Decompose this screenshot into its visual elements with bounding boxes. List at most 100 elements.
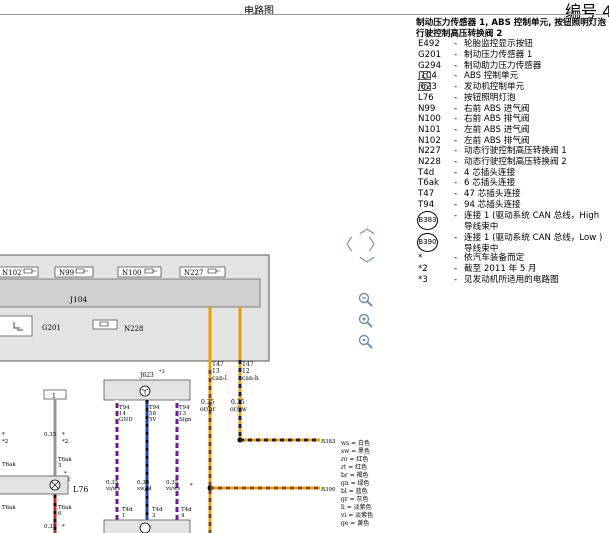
camera-icon[interactable] bbox=[419, 82, 431, 92]
svg-text:T6ak: T6ak bbox=[2, 505, 16, 511]
j623-label: J623 bbox=[139, 372, 154, 379]
svg-text:*: * bbox=[64, 471, 67, 477]
zoom-out-icon[interactable] bbox=[358, 292, 374, 308]
pan-left-icon[interactable]: 〈 bbox=[337, 235, 354, 254]
connection-desc-line2: 导线束中 bbox=[464, 243, 499, 254]
svg-text:T4d: T4d bbox=[122, 507, 133, 513]
connection-desc-line1: 连接 1 (驱动系统 CAN 总线，Low ) bbox=[464, 232, 603, 243]
legend-item: G201-制动压力传感器 1 bbox=[416, 50, 606, 61]
t94-sign-labels: T94 13 Sign 0.35 vi/ws T4d 4 * bbox=[165, 405, 193, 519]
svg-text:ro = 红色: ro = 红色 bbox=[341, 455, 368, 463]
legend-item: N100-右前 ABS 排气阀 bbox=[416, 114, 606, 125]
svg-text:or/br: or/br bbox=[200, 406, 215, 413]
note-desc: 依汽车装备而定 bbox=[464, 253, 525, 264]
pan-down-icon[interactable]: ﹀ bbox=[359, 255, 376, 274]
legend-dash: - bbox=[454, 146, 458, 157]
svg-text:T94: T94 bbox=[179, 405, 190, 411]
legend-dash: - bbox=[454, 189, 458, 200]
svg-text:T94: T94 bbox=[149, 405, 160, 411]
legend-desc: 动态行驶控制高压转换阀 1 bbox=[464, 146, 567, 157]
svg-text:*: * bbox=[62, 524, 65, 530]
svg-text:ge = 黄色: ge = 黄色 bbox=[341, 519, 369, 527]
j104-label: J104 bbox=[69, 295, 88, 304]
legend-code: E492 bbox=[418, 39, 440, 50]
t94-5v-labels: T94 58 5V 0.35 sw/bl T4d 3 bbox=[137, 405, 163, 519]
legend-item: N228-动态行驶控制高压转换阀 2 bbox=[416, 157, 606, 168]
svg-text:*2: *2 bbox=[2, 439, 8, 445]
svg-text:can-h: can-h bbox=[242, 375, 259, 382]
svg-text:6: 6 bbox=[58, 511, 62, 517]
svg-text:gr = 灰色: gr = 灰色 bbox=[341, 495, 369, 503]
t47-can-l-labels: T47 13 can-l 0.35 or/br bbox=[200, 361, 227, 413]
legend-code: N228 bbox=[418, 156, 441, 167]
note-desc: 截至 2011 年 5 月 bbox=[464, 263, 537, 274]
legend-dash: - bbox=[454, 167, 458, 178]
legend-desc: 右前 ABS 进气阀 bbox=[464, 103, 530, 114]
header-divider bbox=[0, 14, 609, 15]
valve-n227: N227 bbox=[179, 266, 226, 278]
svg-text:0.35: 0.35 bbox=[44, 524, 57, 530]
svg-text:13: 13 bbox=[179, 411, 186, 417]
legend-code: T4d bbox=[418, 167, 435, 178]
connection-badge: B383 bbox=[417, 211, 438, 231]
valve-label-n102: N102 bbox=[2, 269, 22, 277]
svg-text:T94: T94 bbox=[119, 405, 130, 411]
legend-desc: ABS 控制单元 bbox=[464, 71, 519, 82]
legend-code: T6ak bbox=[418, 178, 439, 189]
valve-label-n99: N99 bbox=[59, 269, 74, 277]
svg-text:can-l: can-l bbox=[212, 375, 227, 382]
svg-text:12: 12 bbox=[242, 368, 250, 375]
legend-dash: - bbox=[454, 263, 458, 274]
legend-note: *3-见发动机所适用的电路图 bbox=[416, 275, 606, 286]
legend-dash: - bbox=[454, 114, 458, 125]
j623-footnote: *3 bbox=[159, 369, 165, 375]
legend-item: N99-右前 ABS 进气阀 bbox=[416, 104, 606, 115]
legend-desc: 按钮照明灯泡 bbox=[464, 92, 516, 103]
legend-item: T6ak-6 芯插头连接 bbox=[416, 178, 606, 189]
svg-text:*: * bbox=[190, 483, 193, 489]
svg-text:li = 淡紫色: li = 淡紫色 bbox=[341, 503, 372, 511]
legend-desc: 发动机控制单元 bbox=[464, 82, 525, 93]
fuse-pin: 1 bbox=[52, 393, 56, 400]
legend-desc: 左前 ABS 进气阀 bbox=[464, 124, 530, 135]
zoom-reset-icon[interactable] bbox=[358, 334, 374, 350]
note-code: *3 bbox=[418, 274, 428, 285]
svg-text:13: 13 bbox=[212, 368, 220, 375]
legend-dash: - bbox=[454, 103, 458, 114]
legend-dash: - bbox=[454, 178, 458, 189]
n228-label: N228 bbox=[124, 325, 144, 333]
svg-text:3: 3 bbox=[152, 513, 156, 519]
g294-symbol bbox=[139, 522, 151, 533]
wire-color-codes: ws = 白色 sw = 黑色 ro = 红色 rt = 红色 br = 褐色 … bbox=[340, 439, 373, 527]
legend-dash: - bbox=[454, 92, 458, 103]
legend-dash: - bbox=[454, 232, 458, 243]
note-desc: 见发动机所适用的电路图 bbox=[464, 274, 559, 285]
legend-code: N100 bbox=[418, 114, 441, 125]
connection-desc: 连接 1 (驱动系统 CAN 总线，Low )导线束中 bbox=[464, 233, 602, 254]
svg-text:sw/bl: sw/bl bbox=[137, 486, 152, 492]
n228-valve: N228 bbox=[92, 319, 144, 333]
zoom-in-icon[interactable] bbox=[358, 313, 374, 329]
legend-desc: 47 芯插头连接 bbox=[464, 189, 521, 200]
camera-icon[interactable] bbox=[419, 71, 431, 81]
valve-n102: N102 bbox=[0, 266, 39, 278]
svg-text:Sign: Sign bbox=[179, 417, 192, 423]
e492-box bbox=[0, 475, 69, 495]
legend-desc: 左前 ABS 排气阀 bbox=[464, 135, 530, 146]
t94-gnd-labels: T94 14 GND 0.35 vi/ws T4d 1 bbox=[105, 405, 133, 519]
j104-inner-strip bbox=[0, 278, 261, 308]
svg-text:vi = 淡紫色: vi = 淡紫色 bbox=[340, 511, 373, 519]
svg-text:or/sw: or/sw bbox=[230, 406, 248, 413]
note-code: *2 bbox=[418, 263, 428, 274]
svg-text:1: 1 bbox=[122, 513, 126, 519]
legend-dash: - bbox=[454, 71, 458, 82]
legend-item: T94-94 芯插头连接 bbox=[416, 200, 606, 211]
pan-up-icon[interactable]: ︿ bbox=[359, 218, 376, 237]
valve-n100: N100 bbox=[117, 266, 162, 278]
legend-code: N101 bbox=[418, 124, 441, 135]
svg-text:0.35: 0.35 bbox=[106, 480, 119, 486]
pan-right-icon[interactable]: 〉 bbox=[368, 235, 385, 254]
legend-item: T4d-4 芯插头连接 bbox=[416, 168, 606, 179]
